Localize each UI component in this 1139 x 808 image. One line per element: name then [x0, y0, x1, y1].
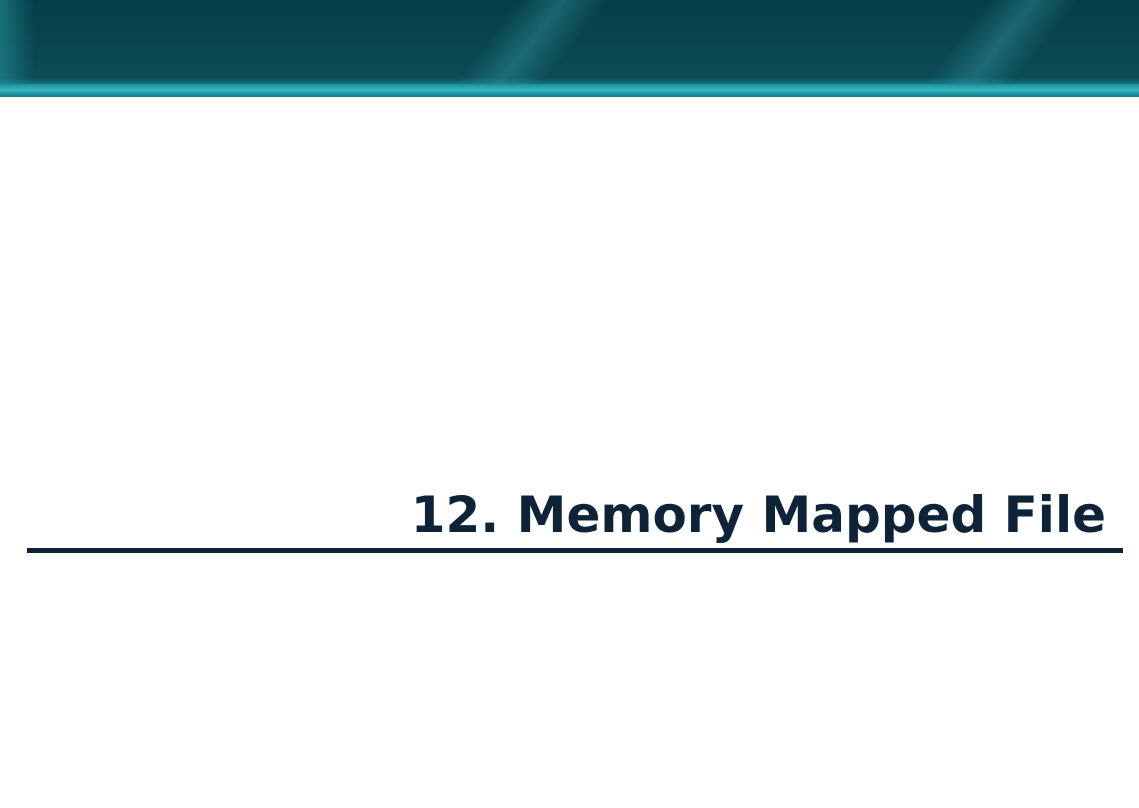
slide-title: 12. Memory Mapped File: [410, 486, 1106, 544]
banner-bottom-line: [0, 84, 1139, 97]
header-banner: [0, 0, 1139, 97]
banner-streak-1: [425, 0, 625, 97]
banner-streak-2: [895, 0, 1095, 97]
banner-edge-glow: [0, 0, 34, 86]
title-underline: [27, 548, 1123, 553]
